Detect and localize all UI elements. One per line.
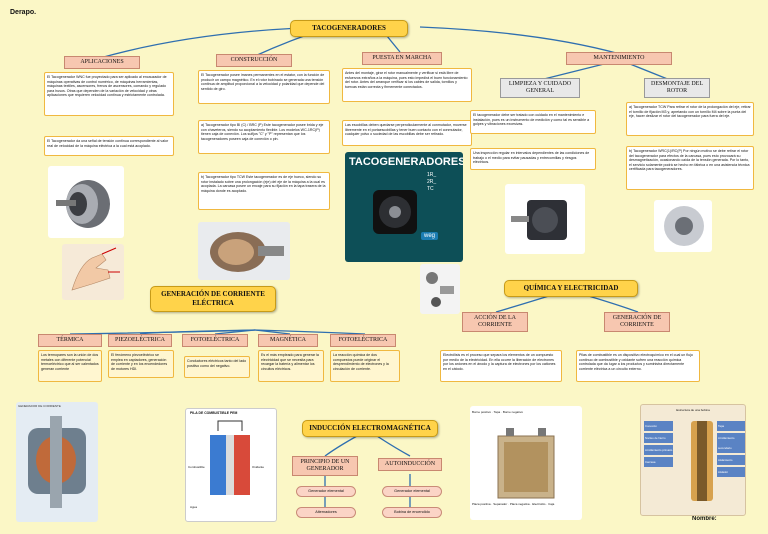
- header-aplicaciones: APLICACIONES: [64, 56, 140, 69]
- text-aplicaciones-1: El Tacogenerador WNC fue proyectado para…: [44, 72, 174, 116]
- ignition-coil-diagram: Estructura de una bobina Conexión Núcleo…: [640, 404, 746, 516]
- generacion-title: GENERACIÓN DE CORRIENTE ELÉCTRICA: [150, 286, 276, 312]
- tacogenerator-photo-1: [48, 166, 124, 238]
- brand-logo: weg: [421, 232, 439, 240]
- text-puesta-1: Antes del montaje, girar el rotor manual…: [342, 68, 472, 102]
- quimica-right-label: GENERACIÓN DE CORRIENTE: [604, 312, 670, 332]
- text-limpieza-1: El tacogenerador debe ser tratado con cu…: [470, 110, 596, 134]
- corner-label-right: Nombre:: [692, 516, 717, 522]
- text-desmontaje-1: a) Tacogenerador TCW Para retirar el rot…: [626, 102, 754, 136]
- induccion-left-label: PRINCIPIO DE UN GENERADOR: [292, 456, 358, 476]
- gen-label-fotoelectrica-1: FOTOELÉCTRICA: [182, 334, 248, 347]
- gen-label-fotoelectrica-2: FOTOELÉCTRICA: [330, 334, 396, 347]
- induccion-left-sub: Alternadores: [296, 507, 356, 518]
- alternator-cutaway-image: GENERADOR DE CORRIENTE: [16, 402, 98, 522]
- coil-label: Conexión: [644, 421, 674, 431]
- fuel-cell-left: Combustible: [188, 465, 205, 469]
- battery-label: Electrolito: [532, 502, 546, 506]
- battery-labels: Borne positivo · Tapa · Borne negativo: [472, 410, 524, 414]
- gen-label-magnetica: MAGNÉTICA: [258, 334, 318, 347]
- induccion-left-oval: Generador elemental: [296, 486, 356, 497]
- hand-rule-image: [62, 244, 124, 300]
- text-construccion-3: b) Tacogenerador tipo TCW Este tacogener…: [198, 172, 330, 210]
- gen-text-termica: Los termopares son la unión de dos metal…: [38, 350, 102, 382]
- banner-model-2: 2R_: [427, 179, 437, 185]
- coil-labels: Conexión Núcleo de hierro Arrollamiento …: [644, 421, 674, 467]
- header-mantenimiento: MANTENIMIENTO: [566, 52, 672, 65]
- battery-cutaway-image: Borne positivo · Tapa · Borne negativo P…: [470, 406, 582, 520]
- gen-label-piezoelectrica: PIEZOELÉCTRICA: [108, 334, 172, 347]
- induccion-title: INDUCCIÓN ELECTROMAGNÉTICA: [302, 420, 438, 437]
- coil-label: Aislador: [717, 467, 745, 477]
- battery-label: Borne positivo: [472, 410, 492, 414]
- coil-label: Tapa: [717, 421, 745, 431]
- quimica-left-text: Electrólisis es el proceso que separa lo…: [440, 350, 562, 382]
- text-construccion-2: a) Tacogenerador tipo BI (C) / BRC (P) E…: [198, 120, 330, 154]
- battery-label: Borne negativo: [502, 410, 524, 414]
- banner-model-3: TC: [427, 186, 434, 192]
- battery-label: Tapa: [493, 410, 501, 414]
- header-limpieza: LIMPIEZA Y CUIDADO GENERAL: [500, 78, 580, 98]
- coil-label: Núcleo de hierro: [644, 433, 674, 443]
- corner-label-left: Derapo.: [10, 9, 37, 16]
- induccion-right-label: AUTOINDUCCIÓN: [378, 458, 442, 471]
- text-puesta-2: Las escobillas deben quedarse perpendicu…: [342, 120, 472, 146]
- construction-cutaway-image: [198, 222, 290, 280]
- alternator-title: GENERADOR DE CORRIENTE: [18, 404, 61, 408]
- text-construccion-1: El Tacogenerador posee imanes permanente…: [198, 70, 330, 104]
- coil-title: Estructura de una bobina: [676, 408, 710, 412]
- text-desmontaje-2: b) Tacogenerador WRC(1)/RC(P) Por ningún…: [626, 146, 754, 190]
- coil-label: Aislamiento: [717, 455, 745, 465]
- gen-text-fotoelectrica-1: Conductores eléctricos tanto del lado po…: [184, 356, 250, 378]
- text-limpieza-2: Una inspección regular en intervalos dep…: [470, 148, 596, 170]
- fuel-cell-water: Agua: [190, 505, 198, 509]
- battery-label: Placa negativa: [509, 502, 530, 506]
- coil-labels-right: Tapa Arrollamiento secundario Aislamient…: [717, 421, 745, 477]
- battery-label: Caja: [548, 502, 555, 506]
- fuel-cell-right: Oxidante: [252, 465, 265, 469]
- battery-label: Placa positiva: [472, 502, 491, 506]
- header-desmontaje: DESMONTAJE DEL ROTOR: [644, 78, 710, 98]
- gen-label-termica: TÉRMICA: [38, 334, 102, 347]
- quimica-title: QUÍMICA Y ELECTRICIDAD: [504, 280, 638, 297]
- header-construccion: CONSTRUCCIÓN: [216, 54, 292, 67]
- fuel-cell-diagram: PILA DE COMBUSTIBLE PEM Combustible Oxid…: [185, 408, 277, 522]
- quimica-right-text: Pilas de combustible es un dispositivo e…: [576, 350, 700, 382]
- banner-title: TACOGENERADORES: [349, 156, 463, 168]
- main-title: TACOGENERADORES: [290, 20, 408, 37]
- battery-labels-bottom: Placa positiva · Separador · Placa negat…: [472, 502, 555, 506]
- induccion-right-oval: Generador elemental: [382, 486, 442, 497]
- coil-label: Arrollamiento secundario: [717, 433, 745, 453]
- induccion-right-sub: Bobina de encendido: [382, 507, 442, 518]
- tacogenerator-banner-photo: TACOGENERADORES 1R_ 2R_ TC weg: [345, 152, 463, 262]
- coil-label: Carcasa: [644, 457, 674, 467]
- tacogenerator-photo-3: [654, 200, 712, 252]
- banner-model-1: 1R_: [427, 172, 437, 178]
- gen-text-magnetica: Es el más empleado para generar la elect…: [258, 350, 324, 382]
- header-puesta-en-marcha: PUESTA EN MARCHA: [362, 52, 442, 65]
- gen-text-fotoelectrica-2: La reacción química de dos compuestos pu…: [330, 350, 400, 382]
- battery-label: Separador: [493, 502, 508, 506]
- fuel-cell-title: PILA DE COMBUSTIBLE PEM: [190, 411, 238, 415]
- exploded-parts-image: [420, 264, 460, 314]
- tacogenerator-photo-2: [505, 184, 585, 254]
- gen-text-piezoelectrica: El fenómeno piezoeléctrico se emplea en …: [108, 350, 174, 378]
- text-aplicaciones-2: El Tacogenerador da una señal de tensión…: [44, 136, 174, 156]
- coil-label: Arrollamiento primario: [644, 445, 674, 455]
- quimica-left-label: ACCIÓN DE LA CORRIENTE: [462, 312, 528, 332]
